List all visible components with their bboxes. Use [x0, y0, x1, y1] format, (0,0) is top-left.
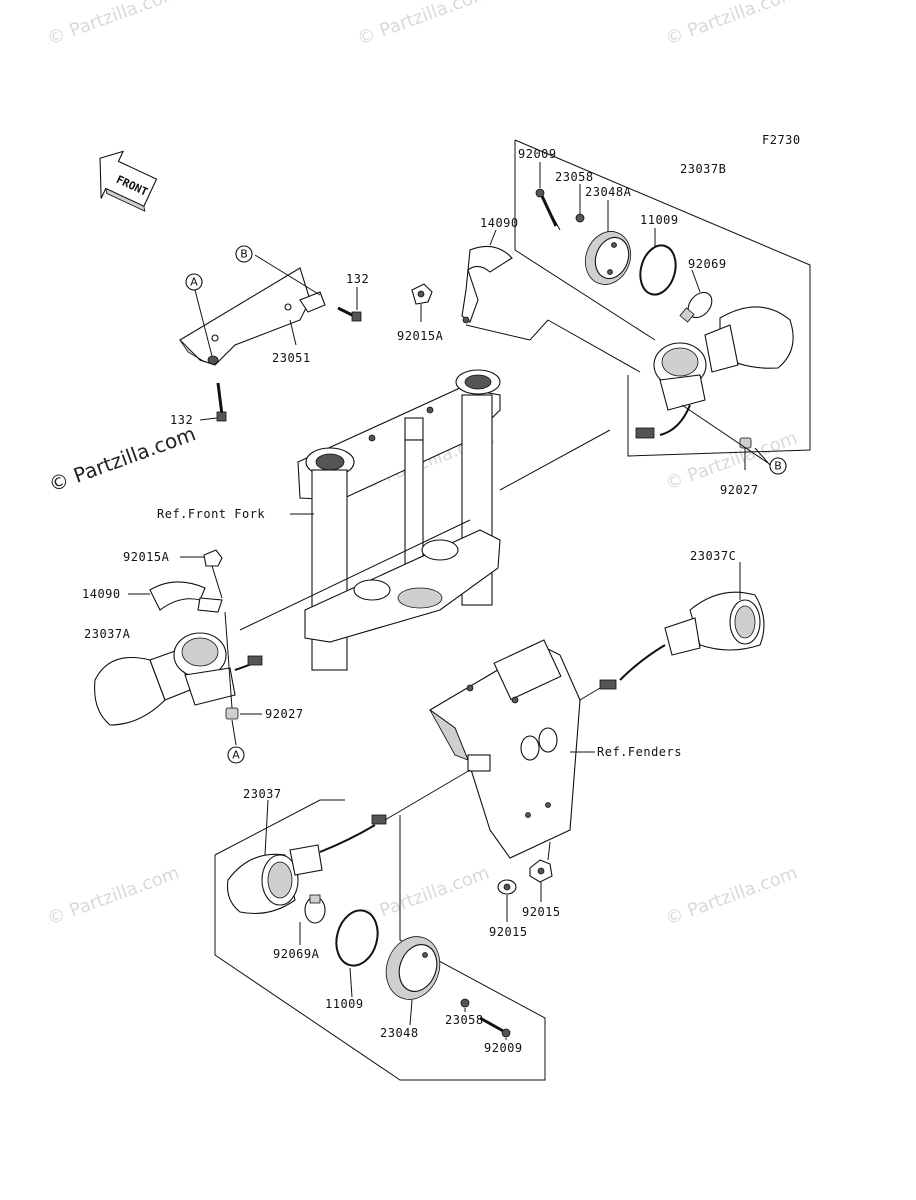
watermark: © Partzilla.com	[355, 0, 493, 50]
label-23048a: 23048A	[585, 185, 632, 199]
turn-signal-23037a	[94, 632, 263, 726]
bulb-92069a	[304, 894, 326, 924]
label-23058-top: 23058	[555, 170, 594, 184]
leader-lines	[128, 162, 771, 1040]
label-92015a-left: 92015A	[123, 550, 170, 564]
label-92015-a: 92015	[489, 925, 528, 939]
label-23037: 23037	[243, 787, 282, 801]
bulb-92069	[679, 291, 713, 323]
label-132-lower: 132	[170, 413, 193, 427]
cover-14090-top	[461, 245, 513, 324]
label-14090-top: 14090	[480, 216, 519, 230]
gasket-11009-top	[639, 244, 677, 296]
nut-92015a-left	[203, 549, 223, 567]
callout-a-top: A	[185, 273, 203, 291]
svg-text:A: A	[232, 749, 240, 762]
label-92015a-top: 92015A	[397, 329, 444, 343]
nut-92015a-top	[411, 283, 433, 305]
callout-b-right: B	[769, 457, 787, 475]
nut-92015-b	[529, 859, 553, 883]
label-92009-bottom: 92009	[484, 1041, 523, 1055]
watermark-dark: © Partzilla.com	[46, 421, 199, 496]
watermark: © Partzilla.com	[45, 862, 183, 929]
label-92009-top: 92009	[518, 147, 557, 161]
svg-text:A: A	[190, 276, 198, 289]
turn-signal-23037c	[599, 591, 765, 690]
grommet-92027-left	[225, 707, 239, 720]
label-23058-bottom: 23058	[445, 1013, 484, 1027]
label-23051: 23051	[272, 351, 311, 365]
diagram-code: F2730	[762, 133, 801, 147]
label-11009-bottom: 11009	[325, 997, 364, 1011]
nut-92015-a	[497, 879, 517, 895]
label-14090-left: 14090	[82, 587, 121, 601]
label-23037c: 23037C	[690, 549, 736, 563]
callout-a-left: A	[227, 746, 245, 764]
nut-23058-top	[575, 213, 585, 223]
lens-23048a	[584, 231, 632, 285]
watermark: © Partzilla.com	[45, 0, 183, 50]
label-92069a: 92069A	[273, 947, 320, 961]
label-23037b: 23037B	[680, 162, 726, 176]
nut-23058-bottom	[460, 998, 470, 1008]
label-23037a: 23037A	[84, 627, 131, 641]
bracket-23051	[179, 267, 326, 366]
bolt-132-lower	[216, 382, 227, 422]
callout-b-top: B	[235, 245, 253, 263]
screw-92009-top	[535, 188, 561, 231]
label-92015-b: 92015	[522, 905, 561, 919]
cover-14090-left	[149, 581, 223, 613]
watermark: © Partzilla.com	[663, 0, 801, 50]
screw-92009-bottom	[479, 1016, 511, 1038]
label-92027-left: 92027	[265, 707, 304, 721]
label-92027-top: 92027	[720, 483, 759, 497]
turn-signal-23037	[226, 814, 387, 915]
box-23037	[214, 799, 546, 1081]
ref-front-fork-label: Ref.Front Fork	[157, 507, 265, 521]
front-arrow-icon: FRONT	[99, 150, 158, 212]
label-132-upper: 132	[346, 272, 369, 286]
box-23037b	[514, 139, 811, 457]
grommet-92027-top	[739, 437, 752, 449]
bolt-132-upper	[337, 306, 362, 322]
front-fork-assembly	[297, 369, 501, 671]
ref-fenders-label: Ref.Fenders	[597, 745, 682, 759]
label-92069: 92069	[688, 257, 727, 271]
svg-text:B: B	[774, 460, 782, 473]
gasket-11009-bottom	[335, 909, 379, 967]
turn-signal-23037b	[635, 306, 794, 439]
svg-text:B: B	[240, 248, 248, 261]
watermark: © Partzilla.com	[663, 862, 801, 929]
lens-23048	[385, 936, 441, 1000]
fender-bracket	[428, 639, 581, 859]
label-23048: 23048	[380, 1026, 419, 1040]
label-11009-top: 11009	[640, 213, 679, 227]
